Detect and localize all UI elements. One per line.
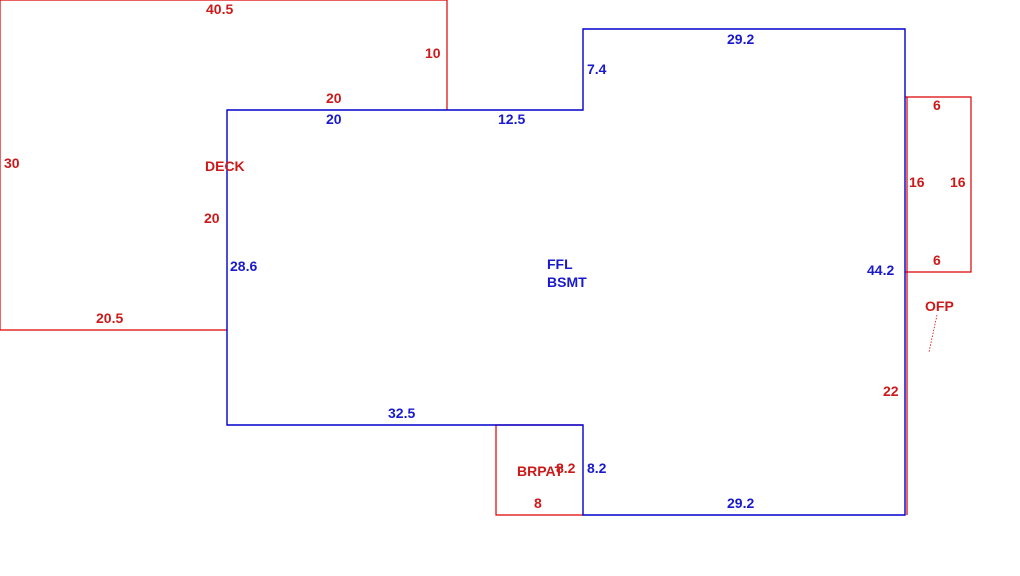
dim-main-left: 28.6 (230, 258, 257, 274)
dim-deck-bottom: 20.5 (96, 310, 123, 326)
dim-deck-right-upper: 10 (425, 45, 441, 61)
ofp-leader-line (928, 314, 938, 353)
area-label-bsmt: BSMT (547, 274, 587, 290)
dim-deck-top: 40.5 (206, 1, 233, 17)
dim-main-bottom-right: 29.2 (727, 495, 754, 511)
dim-main-step-horizontal: 12.5 (498, 111, 525, 127)
dim-ofp-bottom: 6 (933, 252, 941, 268)
dim-ofp-top: 6 (933, 97, 941, 113)
main-building-outline (226, 28, 906, 516)
area-label-deck: DECK (205, 158, 245, 174)
dim-deck-right-lower: 20 (204, 210, 220, 226)
dim-deck-bottom-inner: 20 (326, 90, 342, 106)
dim-main-top-right: 29.2 (727, 31, 754, 47)
dim-ofp-left: 16 (909, 174, 925, 190)
dim-main-bottom-step: 8.2 (587, 460, 607, 476)
ofp-outline (905, 96, 972, 273)
dim-main-right: 44.2 (867, 262, 894, 278)
area-label-ofp: OFP (925, 298, 954, 314)
dim-brpat-right: 8.2 (556, 460, 576, 476)
dim-ofp-right: 16 (950, 174, 966, 190)
dim-main-top-left: 20 (326, 111, 342, 127)
area-label-brpat: BRPAT (517, 463, 564, 479)
dim-main-step-vertical: 7.4 (587, 61, 607, 77)
dim-main-bottom-left: 32.5 (388, 405, 415, 421)
dim-ofp-lower-wall: 22 (883, 383, 899, 399)
dim-brpat-bottom: 8 (534, 495, 542, 511)
area-label-ffl: FFL (547, 256, 573, 272)
dim-deck-left: 30 (4, 155, 20, 171)
deck-outline (0, 0, 448, 331)
